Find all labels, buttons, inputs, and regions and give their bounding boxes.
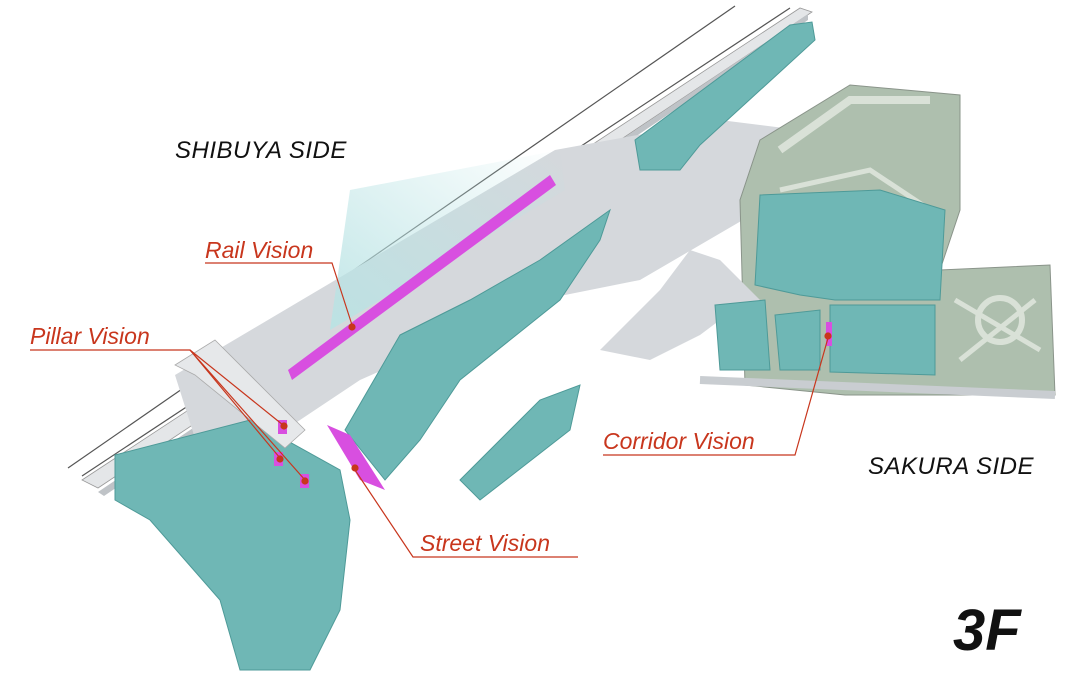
- entrance-pillars: [174, 339, 306, 449]
- building-sakura-a: [714, 299, 771, 371]
- building-sakura-c: [829, 304, 936, 376]
- street-vision-screen: [327, 425, 385, 490]
- floor-label: 3F: [953, 598, 1022, 663]
- sakura-side-label: SAKURA SIDE: [868, 453, 1034, 480]
- callout-leaders: [30, 262, 832, 558]
- corridor-vision-label: Corridor Vision: [603, 428, 755, 454]
- building-sakura-b: [774, 309, 821, 371]
- shibuya-side-label: SHIBUYA SIDE: [175, 137, 347, 164]
- corridor-walkway: [600, 250, 760, 360]
- building-island: [459, 384, 581, 501]
- building-north: [634, 21, 816, 171]
- building-sakura-main: [754, 189, 946, 301]
- rail-vision-label: Rail Vision: [205, 237, 313, 263]
- street-vision-label: Street Vision: [420, 530, 550, 556]
- building-central: [344, 208, 611, 481]
- building-south: [114, 419, 351, 671]
- pillar-vision-label: Pillar Vision: [30, 323, 150, 349]
- buildings: [114, 21, 946, 671]
